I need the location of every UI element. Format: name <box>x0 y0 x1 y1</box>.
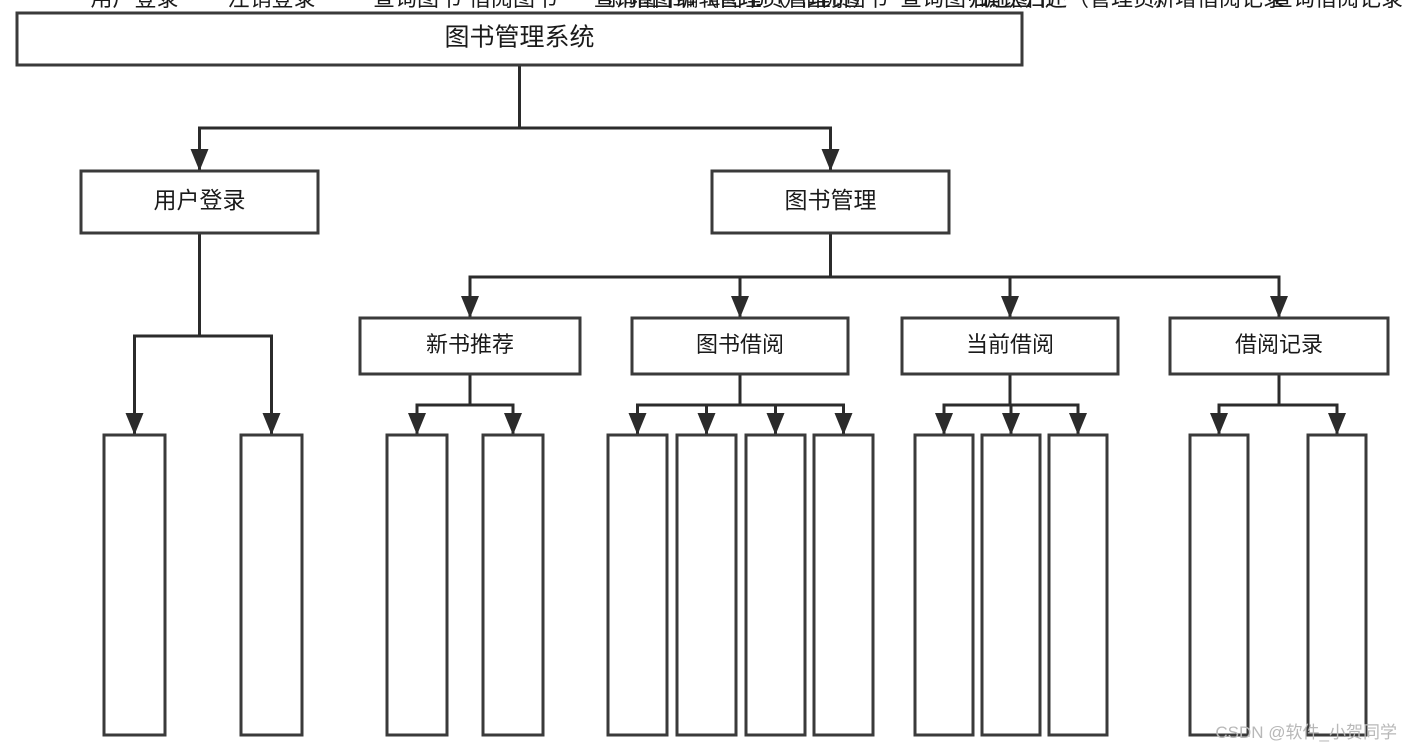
node-book-borrow-label: 图书借阅 <box>696 332 784 357</box>
node-br-add-record-label: 新增借阅记录 <box>1153 0 1285 11</box>
node-cb-query-book-label: 查询图书 <box>900 0 988 11</box>
node-cb-confirm-return[interactable]: 确认归还（管理员） <box>979 0 1177 737</box>
node-bb-query-book-label: 查询图书 <box>593 0 681 11</box>
node-br-query-record-label: 查询借阅记录 <box>1271 0 1403 11</box>
node-bb-borrow-book[interactable]: 借阅图书 <box>799 0 888 737</box>
node-bb-borrow-book-label: 借阅图书 <box>799 0 887 11</box>
node-user-login-do-label: 用户登录 <box>90 0 178 11</box>
node-bb-edit-book[interactable]: 编辑图书（管理员） <box>676 0 875 737</box>
arrowhead-icon <box>834 413 853 435</box>
arrowhead-icon <box>1001 296 1019 318</box>
node-bb-query-book[interactable]: 查询图书 <box>593 0 682 737</box>
arrowhead-icon <box>935 413 953 435</box>
node-cb-return-book-label: 归还图书 <box>967 0 1055 11</box>
arrowhead-icon <box>1002 413 1020 435</box>
node-borrow-record[interactable]: 借阅记录 <box>1168 316 1390 376</box>
arrowhead-icon <box>1328 413 1346 435</box>
arrowhead-icon <box>408 413 426 435</box>
node-nbr-borrow-book[interactable]: 借阅图书 <box>469 0 557 737</box>
node-bb-edit-book-label: 编辑图书（管理员） <box>676 0 874 11</box>
node-bb-add-book-label: 新增图书（管理员） <box>607 0 805 11</box>
node-br-query-record[interactable]: 查询借阅记录 <box>1271 0 1403 737</box>
node-nbr-query-book[interactable]: 查询图书 <box>373 0 461 737</box>
arrowhead-icon <box>697 413 716 435</box>
node-borrow-record-label: 借阅记录 <box>1235 332 1323 357</box>
node-new-book-recommend-label: 新书推荐 <box>426 332 514 357</box>
node-user-logout[interactable]: 注销登录 <box>227 0 316 737</box>
arrowhead-icon <box>262 413 281 435</box>
arrowhead-icon <box>821 149 840 171</box>
node-book-borrow[interactable]: 图书借阅 <box>630 316 850 376</box>
arrowhead-icon <box>766 413 785 435</box>
node-cb-query-book[interactable]: 查询图书 <box>900 0 988 737</box>
arrowhead-icon <box>190 149 209 171</box>
node-book-management[interactable]: 图书管理 <box>710 169 951 235</box>
node-user-login[interactable]: 用户登录 <box>79 169 320 235</box>
arrowhead-icon <box>1270 296 1288 318</box>
node-user-login-label: 用户登录 <box>154 187 246 213</box>
arrowhead-icon <box>1210 413 1228 435</box>
node-nbr-borrow-book-label: 借阅图书 <box>469 0 557 11</box>
node-root[interactable]: 图书管理系统 <box>15 11 1024 67</box>
arrowhead-icon <box>461 296 479 318</box>
node-book-management-label: 图书管理 <box>785 187 877 213</box>
arrowhead-icon <box>731 296 749 318</box>
arrowhead-icon <box>504 413 522 435</box>
arrowhead-icon <box>125 413 144 435</box>
node-cb-confirm-return-label: 确认归还（管理员） <box>979 0 1177 11</box>
node-new-book-recommend[interactable]: 新书推荐 <box>358 316 582 376</box>
connector-layer <box>125 63 1346 437</box>
node-bb-add-book[interactable]: 新增图书（管理员） <box>607 0 806 737</box>
csdn-watermark: CSDN @软件_小贺同学 <box>1215 723 1397 742</box>
node-br-add-record[interactable]: 新增借阅记录 <box>1153 0 1285 737</box>
node-root-label: 图书管理系统 <box>444 24 594 52</box>
node-cb-return-book[interactable]: 归还图书 <box>967 0 1055 737</box>
arrowhead-icon <box>628 413 647 435</box>
node-user-logout-label: 注销登录 <box>227 0 315 11</box>
arrowhead-icon <box>1069 413 1087 435</box>
node-nbr-query-book-label: 查询图书 <box>373 0 461 11</box>
node-layer: 图书管理系统用户登录用户登录注销登录图书管理新书推荐查询图书借阅图书图书借阅查询… <box>15 0 1403 737</box>
node-current-borrow[interactable]: 当前借阅 <box>900 316 1120 376</box>
node-current-borrow-label: 当前借阅 <box>966 332 1054 357</box>
node-user-login-do[interactable]: 用户登录 <box>90 0 179 737</box>
